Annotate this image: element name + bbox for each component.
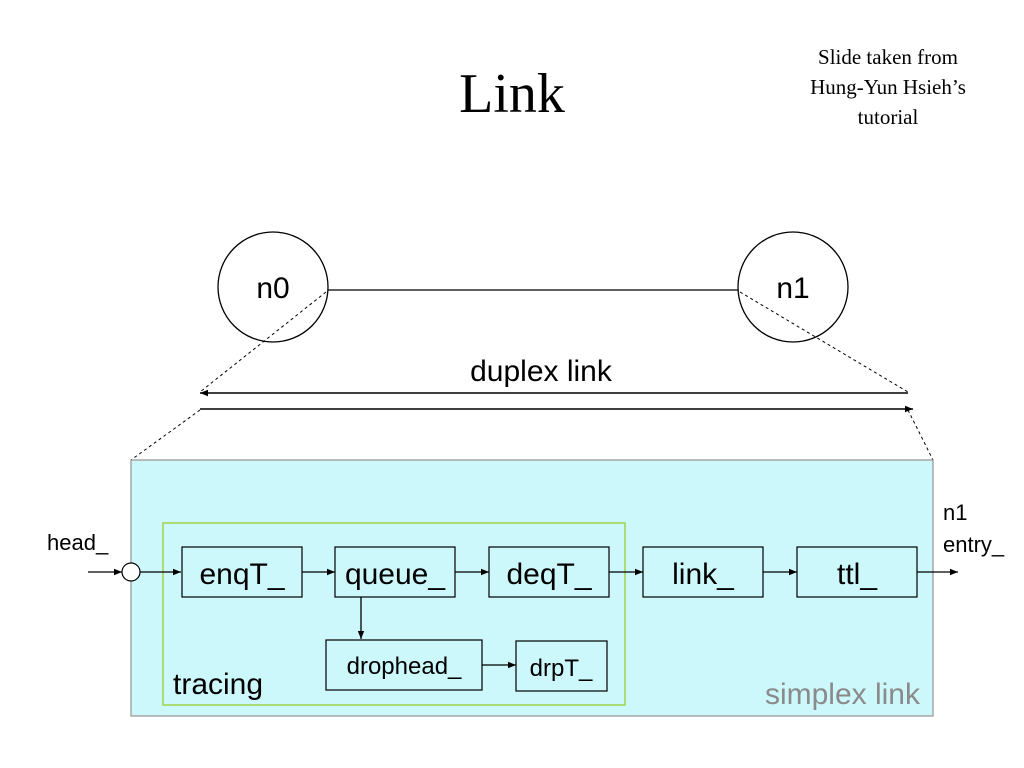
credit-line-3: tutorial (857, 105, 919, 129)
node-n0 (217, 231, 329, 343)
queue-label: queue_ (345, 558, 446, 591)
simplex-link-label: simplex link (765, 678, 921, 711)
slide-credit: Slide taken from Hung-Yun Hsieh’s tutori… (778, 42, 998, 132)
node-n1 (737, 231, 849, 343)
node-n1-label: n1 (776, 272, 809, 305)
drpT-label: drpT_ (530, 655, 593, 682)
zoom-guides (130, 291, 934, 461)
head-connector (121, 562, 141, 582)
link-label: link_ (672, 558, 735, 591)
ttl-label: ttl_ (837, 558, 878, 591)
drpT-box (515, 640, 608, 692)
head-label: head_ (47, 530, 109, 555)
deqT-label: deqT_ (506, 558, 592, 591)
drophead-label: drophead_ (347, 653, 462, 680)
slide-title: Link (459, 63, 565, 125)
credit-line-1: Slide taken from (818, 45, 958, 69)
credit-line-2: Hung-Yun Hsieh’s (810, 75, 966, 99)
tracing-label: tracing (173, 668, 263, 701)
enqT-label: enqT_ (199, 558, 285, 591)
exit-label-line-2: entry_ (943, 532, 1005, 557)
simplex-link-box (130, 459, 934, 717)
exit-label-line-1: n1 (943, 500, 967, 525)
node-n0-label: n0 (256, 272, 289, 305)
duplex-link-label: duplex link (470, 355, 613, 388)
tracing-box (162, 522, 626, 706)
